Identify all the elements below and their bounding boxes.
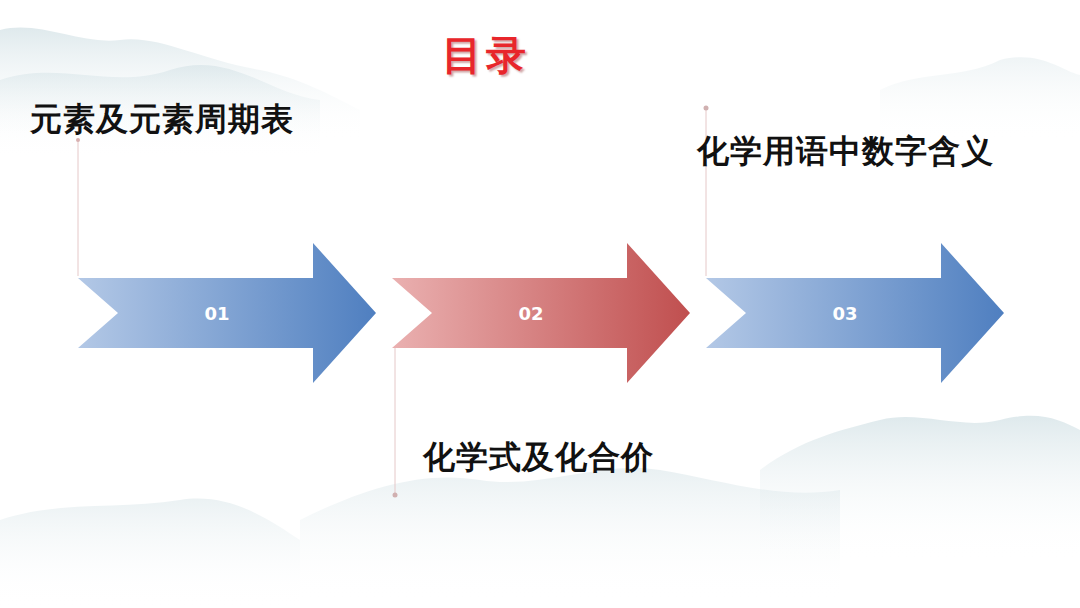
arrow-body (706, 243, 1004, 383)
arrow-body (78, 243, 376, 383)
section-heading: 元素及元素周期表 (30, 98, 294, 142)
arrow-body (392, 243, 690, 383)
arrow-shape: 01 (78, 243, 376, 383)
section-number: 03 (706, 243, 1004, 383)
slide-title: 目录 (442, 28, 530, 83)
section-heading: 化学用语中数字含义 (697, 130, 994, 174)
section-heading: 化学式及化合价 (423, 436, 654, 480)
section-number: 02 (392, 243, 690, 383)
section-number: 01 (78, 243, 376, 383)
arrow-shape: 03 (706, 243, 1004, 383)
arrow-shape: 02 (392, 243, 690, 383)
